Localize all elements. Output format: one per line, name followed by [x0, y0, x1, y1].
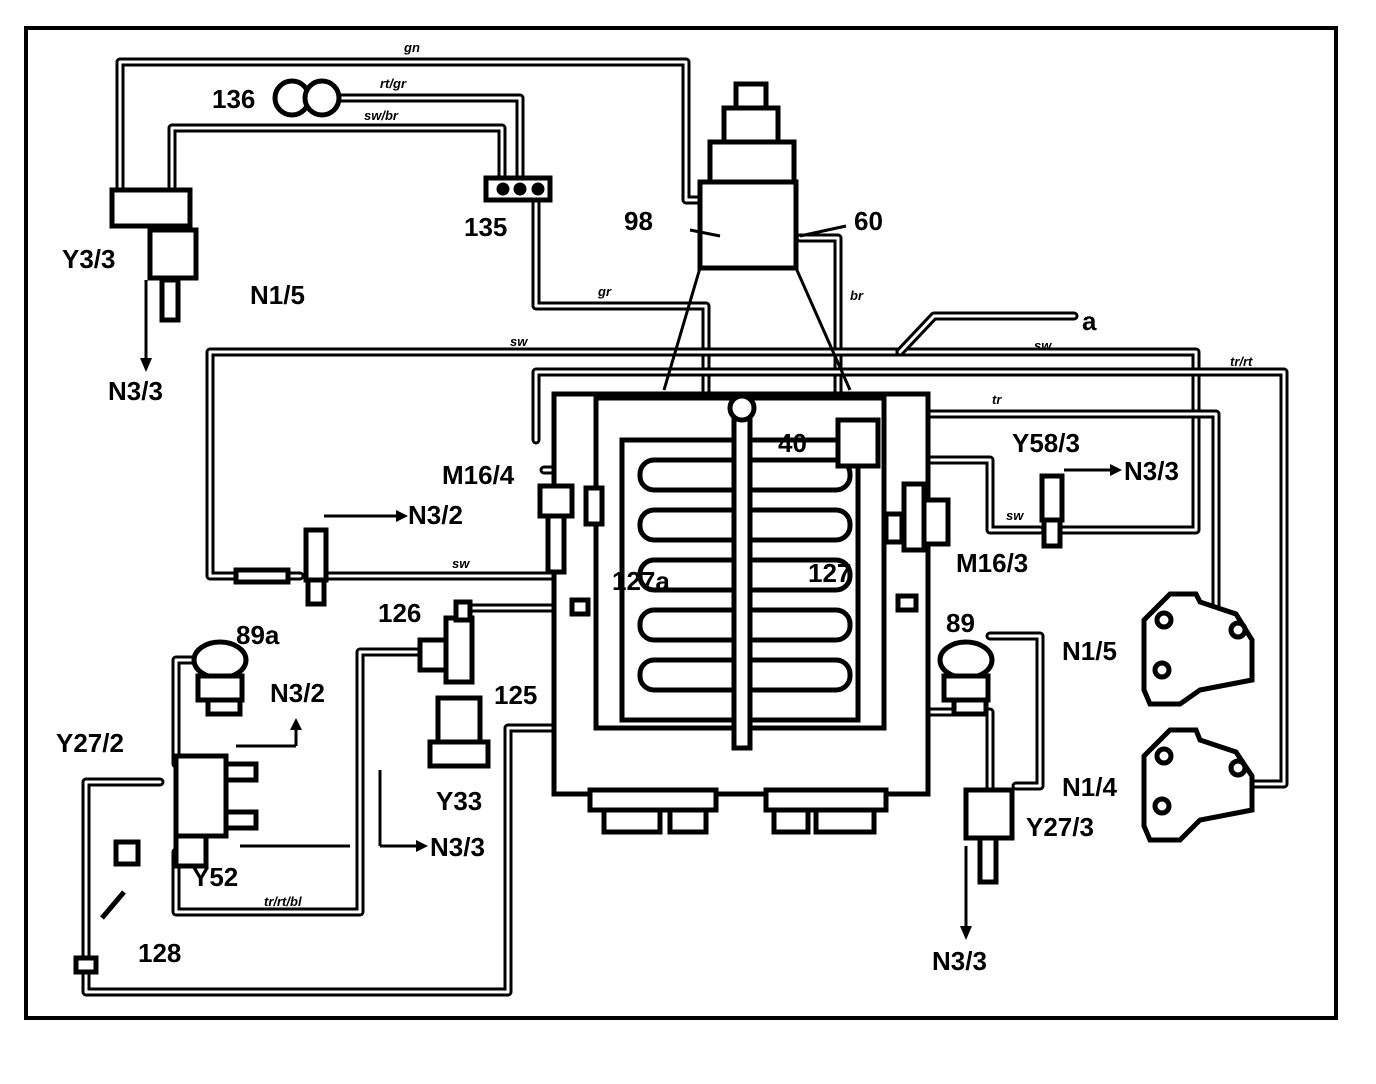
code-sw-br: sw/br — [364, 108, 399, 123]
label-60: 60 — [854, 206, 883, 236]
label-n3-3-low: N3/3 — [430, 832, 485, 862]
label-89: 89 — [946, 608, 975, 638]
code-rt-gr: rt/gr — [380, 76, 407, 91]
valve-n3-2 — [233, 527, 329, 607]
label-a: a — [1082, 306, 1097, 336]
label-y33: Y33 — [436, 786, 482, 816]
distributor-135 — [483, 175, 553, 203]
label-126: 126 — [378, 598, 421, 628]
label-m16-4: M16/4 — [442, 460, 515, 490]
code-sw-top-left: sw — [510, 334, 528, 349]
label-y27-2: Y27/2 — [56, 728, 124, 758]
label-n1-5-right: N1/5 — [1062, 636, 1117, 666]
label-125: 125 — [494, 680, 537, 710]
diagram-frame — [24, 26, 1338, 1020]
intake-manifold — [551, 391, 931, 835]
label-y58-3: Y58/3 — [1012, 428, 1080, 458]
label-m16-3: M16/3 — [956, 548, 1028, 578]
code-br: br — [850, 288, 864, 303]
label-128: 128 — [138, 938, 181, 968]
label-n3-3-right: N3/3 — [1124, 456, 1179, 486]
hose-color-codes: gn rt/gr sw/br gr br sw sw tr/rt tr sw s… — [264, 40, 1253, 909]
component-labels: 136 135 98 60 Y3/3 N1/5 N3/3 40 M16/4 N3… — [56, 84, 1179, 976]
label-n1-5-top: N1/5 — [250, 280, 305, 310]
actuator-m16-4 — [537, 483, 575, 575]
filter-128 — [73, 839, 141, 975]
code-sw-right: sw — [1006, 508, 1024, 523]
label-y3-3: Y3/3 — [62, 244, 116, 274]
hose-gn — [115, 57, 717, 210]
hose-89a-y27-2 — [171, 655, 201, 769]
module-n1-5 — [1141, 591, 1255, 707]
electrical-leads — [140, 280, 1122, 940]
code-tr-rt-bl: tr/rt/bl — [264, 894, 302, 909]
code-gn: gn — [403, 40, 420, 55]
label-98: 98 — [624, 206, 653, 236]
label-n3-2-mid: N3/2 — [408, 500, 463, 530]
label-y27-3: Y27/3 — [1026, 812, 1094, 842]
code-tr: tr — [992, 392, 1002, 407]
diaphragm-89 — [937, 639, 995, 717]
top-unit-98-60 — [662, 81, 852, 391]
label-n3-2-low: N3/2 — [270, 678, 325, 708]
actuator-m16-3 — [901, 481, 951, 553]
label-127: 127 — [808, 558, 851, 588]
label-n1-4: N1/4 — [1062, 772, 1117, 802]
label-n3-3-left: N3/3 — [108, 376, 163, 406]
module-n1-4 — [1141, 727, 1255, 843]
label-127a: 127a — [612, 566, 670, 596]
hose-89-y27-3 — [985, 631, 1045, 791]
label-n3-3-bottom: N3/3 — [932, 946, 987, 976]
valve-y27-2 — [173, 753, 259, 869]
label-40: 40 — [778, 428, 807, 458]
valve-y27-3 — [963, 787, 1015, 885]
label-135: 135 — [464, 212, 507, 242]
label-y52: Y52 — [192, 862, 238, 892]
diaphragm-89a — [191, 639, 249, 717]
valve-y58-3 — [1039, 473, 1065, 549]
valve-126 — [417, 599, 475, 685]
label-89a: 89a — [236, 620, 280, 650]
valve-y3-3 — [109, 187, 199, 323]
check-valve-136 — [272, 78, 342, 118]
label-136: 136 — [212, 84, 255, 114]
code-sw-top-right: sw — [1034, 338, 1052, 353]
component-125 — [427, 695, 491, 769]
code-sw-mid: sw — [452, 556, 470, 571]
hose-sw-br — [167, 123, 507, 210]
code-tr-rt: tr/rt — [1230, 354, 1253, 369]
code-gr: gr — [597, 284, 612, 299]
hose-network — [81, 57, 1289, 997]
